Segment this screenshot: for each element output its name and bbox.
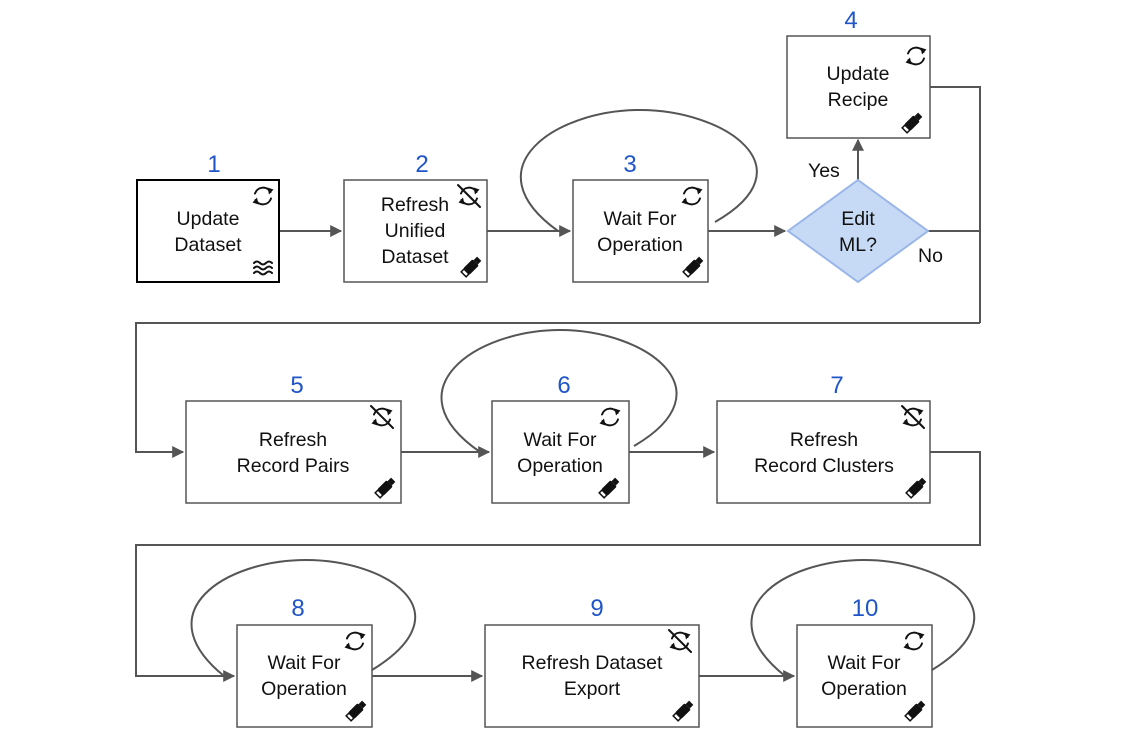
- connectors: [135, 86, 981, 682]
- yes-branch-label: Yes: [808, 160, 840, 182]
- loop-step-6: [440, 328, 678, 453]
- step-label-line: Record Pairs: [237, 455, 350, 477]
- step-number: 6: [557, 372, 570, 399]
- step-1[interactable]: 1 Update Dataset: [136, 151, 280, 283]
- step-number: 7: [830, 372, 843, 399]
- step-number: 10: [852, 595, 879, 622]
- step-box[interactable]: [484, 624, 700, 728]
- step-label-line: Unified: [385, 220, 446, 242]
- step-label-line: Refresh: [259, 429, 327, 451]
- step-label-line: Operation: [821, 678, 907, 700]
- step-label-line: Wait For: [828, 652, 901, 674]
- step-10[interactable]: 10 Wait For Operation: [796, 595, 933, 728]
- decision-label-line: Edit: [841, 208, 875, 230]
- step-number: 3: [623, 151, 636, 178]
- step-label-line: Record Clusters: [754, 455, 894, 477]
- step-label-line: Wait For: [268, 652, 341, 674]
- decision-diamond[interactable]: [786, 178, 930, 284]
- decision-label-line: ML?: [839, 234, 877, 256]
- step-number: 9: [590, 595, 603, 622]
- decision-edit-ml[interactable]: Edit ML? Yes No: [786, 160, 943, 284]
- step-number: 1: [207, 151, 220, 178]
- step-box[interactable]: [716, 400, 931, 504]
- step-number: 4: [844, 7, 857, 34]
- step-7[interactable]: 7 Refresh Record Clusters: [716, 372, 931, 504]
- step-label-line: Export: [564, 678, 621, 700]
- step-label-line: Dataset: [174, 234, 242, 256]
- step-2[interactable]: 2 Refresh Unified Dataset: [343, 151, 488, 283]
- step-number: 2: [415, 151, 428, 178]
- step-label-line: Dataset: [381, 246, 449, 268]
- step-6[interactable]: 6 Wait For Operation: [491, 372, 630, 504]
- step-3[interactable]: 3 Wait For Operation: [572, 151, 709, 283]
- step-box[interactable]: [136, 179, 280, 283]
- step-label-line: Update: [177, 208, 240, 230]
- step-number: 5: [290, 372, 303, 399]
- step-box[interactable]: [572, 179, 709, 283]
- step-label-line: Wait For: [524, 429, 597, 451]
- step-9[interactable]: 9 Refresh Dataset Export: [484, 595, 700, 728]
- connector-row1-row2: [135, 322, 980, 458]
- step-8[interactable]: 8 Wait For Operation: [236, 595, 373, 728]
- step-4[interactable]: 4 Update Recipe: [786, 7, 931, 139]
- step-box[interactable]: [236, 624, 373, 728]
- step-5[interactable]: 5 Refresh Record Pairs: [185, 372, 402, 504]
- step-label-line: Refresh Dataset: [522, 652, 663, 674]
- step-label-line: Recipe: [828, 89, 889, 111]
- connector-row2-row3: [135, 451, 981, 682]
- step-box[interactable]: [786, 35, 931, 139]
- step-number: 8: [291, 595, 304, 622]
- no-branch-label: No: [918, 245, 943, 267]
- step-box[interactable]: [343, 179, 488, 283]
- loop-step-8: [190, 558, 416, 677]
- loop-step-10: [750, 558, 975, 677]
- step-label-line: Wait For: [604, 208, 677, 230]
- step-label-line: Operation: [597, 234, 683, 256]
- connector-step4-return: [930, 86, 981, 323]
- step-label-line: Operation: [517, 455, 603, 477]
- loop-step-3: [520, 108, 758, 232]
- step-label-line: Update: [827, 63, 890, 85]
- step-box[interactable]: [185, 400, 402, 504]
- step-box[interactable]: [796, 624, 933, 728]
- step-label-line: Refresh: [381, 194, 449, 216]
- step-label-line: Refresh: [790, 429, 858, 451]
- step-label-line: Operation: [261, 678, 347, 700]
